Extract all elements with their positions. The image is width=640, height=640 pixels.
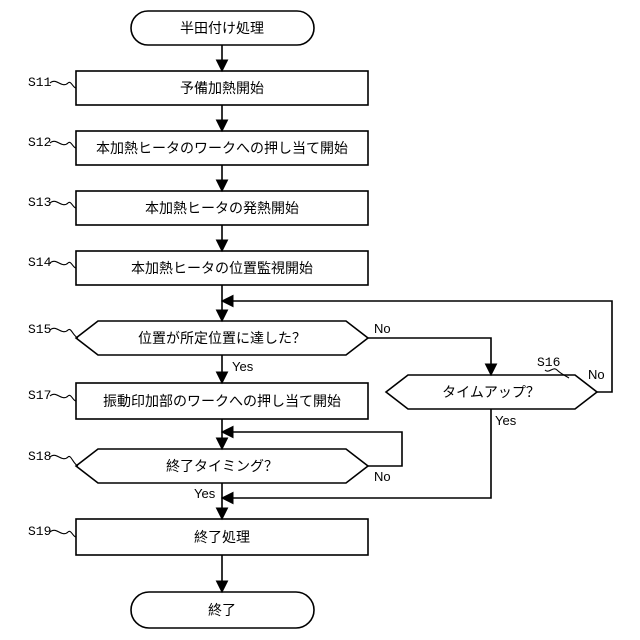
step-leader-s14 [50,261,76,268]
step-leader-s19 [50,530,76,537]
process-s17-label: 振動印加部のワークへの押し当て開始 [103,394,341,410]
step-leader-s11 [50,81,76,88]
process-s11-label: 予備加熱開始 [180,81,264,97]
decision-s18-label: 終了タイミング？ [166,459,278,475]
decision-s15-label: 位置が所定位置に達した？ [138,331,306,347]
step-leader-s15 [50,328,78,338]
process-s14-label: 本加熱ヒータの位置監視開始 [131,260,313,277]
branch-s15-no: No [374,321,391,336]
step-leader-s18 [50,455,78,466]
step-label-s11: S11 [28,75,52,90]
step-leader-s12 [50,141,76,148]
step-label-s16: S16 [537,355,560,370]
step-label-s12: S12 [28,135,51,150]
step-label-s14: S14 [28,255,52,270]
step-label-s19: S19 [28,524,51,539]
process-s19-label: 終了処理 [194,530,250,546]
step-label-s15: S15 [28,322,51,337]
decision-s16-label: タイムアップ？ [442,385,540,401]
step-leader-s13 [50,201,76,208]
branch-s16-no: No [588,367,605,382]
end-terminator-label: 終了 [208,603,236,619]
branch-s18-no: No [374,469,391,484]
start-terminator-label: 半田付け処理 [180,21,264,37]
process-s13-label: 本加熱ヒータの発熱開始 [145,201,299,217]
arrow-s15-no [368,338,491,375]
step-label-s18: S18 [28,449,51,464]
branch-s16-yes: Yes [495,413,517,428]
branch-s18-yes: Yes [194,486,216,501]
branch-s15-yes: Yes [232,359,254,374]
process-s12-label: 本加熱ヒータのワークへの押し当て開始 [96,141,348,157]
step-label-s17: S17 [28,388,51,403]
step-leader-s17 [50,394,76,401]
step-label-s13: S13 [28,195,51,210]
